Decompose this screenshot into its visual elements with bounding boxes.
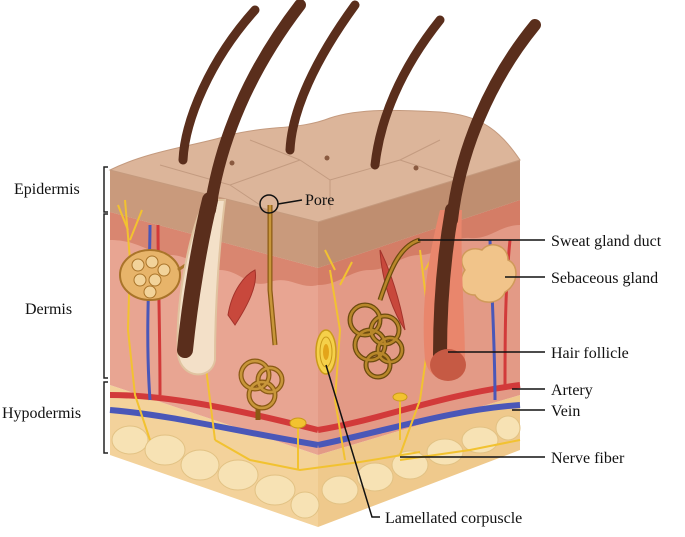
labels: Epidermis Dermis Hypodermis Pore Sweat g… <box>2 181 662 527</box>
arrector-pili <box>227 249 406 331</box>
leader-lines <box>259 194 545 518</box>
vein-front <box>109 407 319 448</box>
hair-shafts <box>178 0 541 226</box>
label-hair-follicle: Hair follicle <box>551 345 629 362</box>
label-sweat-gland-duct: Sweat gland duct <box>551 233 662 250</box>
label-pore: Pore <box>305 192 334 209</box>
artery-front <box>109 392 319 433</box>
label-epidermis: Epidermis <box>14 181 80 198</box>
epidermis-side <box>318 160 520 268</box>
label-artery: Artery <box>551 382 593 399</box>
vein-up-left <box>146 224 152 401</box>
leader-pore <box>277 199 303 205</box>
label-lamellated-corpuscle: Lamellated corpuscle <box>385 510 522 527</box>
sebaceous-gland-left <box>119 249 191 301</box>
label-sebaceous-gland: Sebaceous gland <box>551 270 658 287</box>
sebaceous-gland-right <box>460 244 517 303</box>
lamellated-corpuscle-shape <box>315 329 337 375</box>
artery-side <box>317 382 521 433</box>
nerve-fibers <box>117 199 521 472</box>
leader-lamellated-corpuscle <box>325 364 380 518</box>
vessels <box>109 224 521 448</box>
hair-follicles <box>176 192 466 381</box>
sweat-gland-left-inner <box>239 205 284 410</box>
label-nerve-fiber: Nerve fiber <box>551 450 625 467</box>
layer-brackets <box>103 166 108 454</box>
sweat-gland-right-inner <box>348 238 421 379</box>
surface-pores <box>229 155 419 171</box>
vein-side <box>317 402 521 448</box>
bracket-epidermis <box>103 166 108 213</box>
artery-up-left <box>156 224 162 396</box>
surface-grooves <box>159 139 461 210</box>
fat-lobules <box>111 415 521 519</box>
nerve-endings <box>289 392 408 429</box>
bracket-hypodermis <box>103 381 108 454</box>
label-dermis: Dermis <box>25 301 72 318</box>
label-vein: Vein <box>551 403 580 420</box>
bracket-dermis <box>103 213 108 379</box>
label-hypodermis: Hypodermis <box>2 405 81 422</box>
